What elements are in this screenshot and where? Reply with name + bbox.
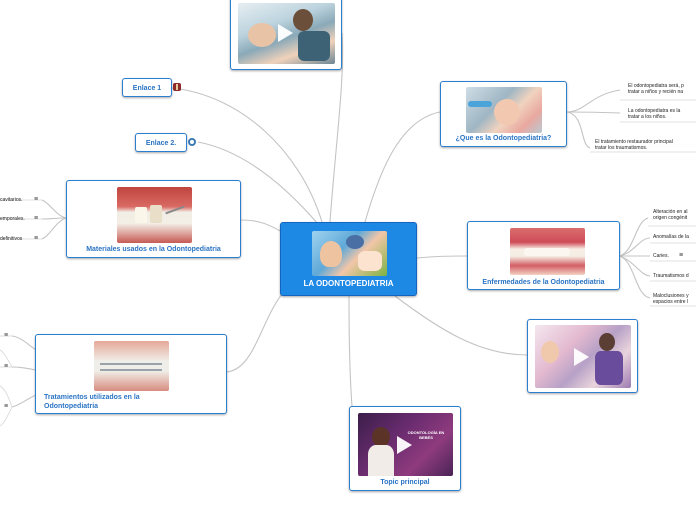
enfermedades-note-4: Traumatismos d [653,273,689,279]
video-thumbnail-top [238,3,335,64]
note-icon[interactable]: ≡ [4,403,9,410]
note-icon[interactable]: ≡ [34,235,39,242]
enfermedades-note-1: Alteración en al origen congénit [653,209,688,221]
link-node-1[interactable]: Enlace 1 [122,78,172,97]
link-node-2[interactable]: Enlace 2. [135,133,187,152]
que-es-note-2: La odontopediatra es la tratar a los niñ… [628,108,681,120]
que-es-image [466,87,542,133]
note-icon[interactable]: ≡ [4,332,9,339]
topic-node[interactable]: ODONTOLOGÍA EN BEBÉS Topic principal [349,406,461,491]
que-es-label: ¿Que es la Odontopediatria? [455,135,552,142]
treatments-image [94,341,169,391]
root-node[interactable]: LA ODONTOPEDIATRIA [280,222,417,296]
note-icon[interactable]: ≡ [4,363,9,370]
link-icon[interactable] [173,83,181,91]
enfermedades-label: Enfermedades de la Odontopediatria [482,279,605,286]
treatments-node[interactable]: Tratamientos utilizados en la Odontopedi… [35,334,227,414]
wordpress-icon[interactable] [188,138,196,146]
root-label: LA ODONTOPEDIATRIA [303,279,394,288]
video-node-right[interactable] [527,319,638,393]
que-es-note-1: El odontopediatra será, p tratar a niños… [628,83,684,95]
que-es-note-3: El tratamiento restaurador principal tra… [595,139,673,151]
enfermedades-image [510,228,585,275]
materials-label: Materiales usados en la Odontopediatria [86,246,221,253]
materials-image [117,187,192,243]
link-label-1: Enlace 1 [132,85,162,92]
que-es-node[interactable]: ¿Que es la Odontopediatria? [440,81,567,147]
topic-label: Topic principal [380,479,430,486]
note-icon[interactable]: ≡ [34,196,39,203]
enfermedades-note-2: Anomalías de la [653,234,689,240]
play-icon[interactable] [397,436,412,454]
materials-node[interactable]: Materiales usados en la Odontopediatria [66,180,241,258]
play-icon[interactable] [574,348,589,366]
materials-note-3: definitivos [0,236,23,242]
root-image [312,231,387,276]
materials-note-2: emporales. [0,216,25,222]
note-icon[interactable]: ≡ [34,215,39,222]
enfermedades-note-5: Maloclusiones y espacios entre l [653,293,689,305]
treatments-label: Tratamientos utilizados en la Odontopedi… [44,394,140,410]
materials-note-1: cavitarios. [0,197,23,203]
topic-video-caption: ODONTOLOGÍA EN BEBÉS [407,430,445,440]
link-label-2: Enlace 2. [145,140,177,147]
note-icon[interactable]: ≡ [679,252,684,259]
video-node-top[interactable] [230,0,342,70]
enfermedades-note-3: Caries. [653,253,669,259]
enfermedades-node[interactable]: Enfermedades de la Odontopediatria [467,221,620,290]
play-icon[interactable] [278,24,293,42]
